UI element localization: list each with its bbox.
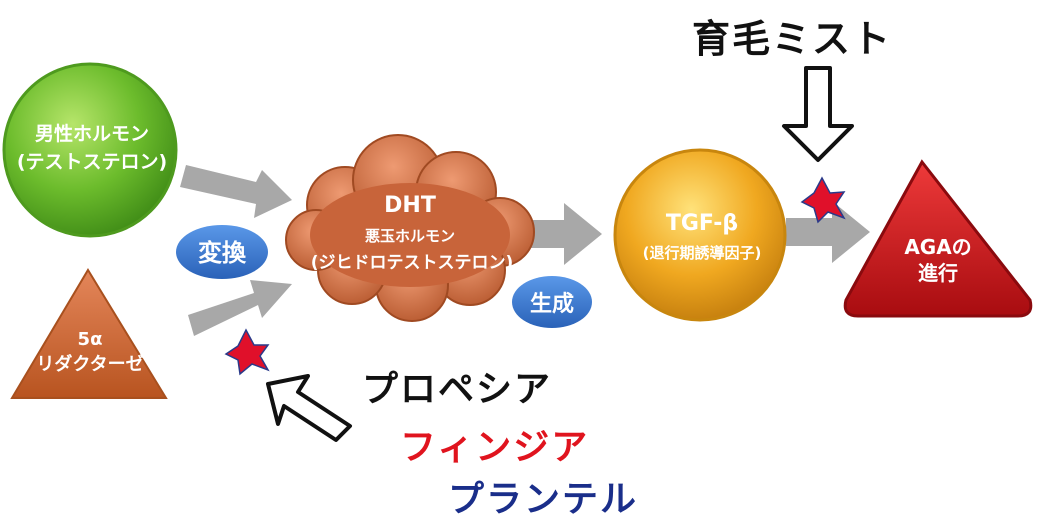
male-hormone-node: 男性ホルモン (テストステロン) (2, 62, 178, 238)
tgf-line1: (退行期誘導因子) (643, 244, 762, 262)
mist-down-arrow-icon (782, 66, 854, 162)
drug-up-arrow-icon (266, 374, 352, 442)
tgf-title: TGF-β (666, 211, 738, 236)
generation-label: 生成 (530, 292, 574, 317)
aga-line1: AGAの (904, 235, 971, 259)
male-hormone-line2: (テストステロン) (17, 151, 167, 173)
drug-label-propecia: プロペシア (362, 369, 553, 410)
inhibition-star-icon (800, 176, 846, 224)
arrow-tgf-to-aga (786, 201, 870, 263)
dht-line1: 悪玉ホルモン (365, 227, 455, 245)
reductase-node: 5α リダクターゼ (10, 268, 168, 399)
arrow-reductase-to-dht (188, 280, 292, 336)
drug-label-finjia: フィンジア (400, 427, 590, 468)
mist-label: 育毛ミスト (692, 17, 893, 61)
dht-line2: (ジヒドロテストステロン) (311, 253, 514, 273)
conversion-label: 変換 (198, 239, 247, 267)
aga-line2: 進行 (918, 261, 958, 285)
generation-badge: 生成 (512, 276, 592, 328)
arrow-testosterone-to-dht (180, 165, 292, 218)
aga-node: AGAの 進行 (843, 159, 1033, 318)
dht-title: DHT (384, 193, 436, 218)
reductase-line2: リダクターゼ (36, 353, 143, 375)
reductase-line1: 5α (78, 329, 103, 350)
conversion-badge: 変換 (176, 225, 268, 279)
inhibition-star-icon (224, 328, 270, 376)
tgf-node: TGF-β (退行期誘導因子) (613, 148, 787, 322)
male-hormone-line1: 男性ホルモン (35, 122, 149, 145)
dht-node: DHT 悪玉ホルモン (ジヒドロテストステロン) (285, 134, 535, 322)
drug-label-plantel: プランテル (448, 479, 639, 520)
arrow-dht-to-tgf (528, 203, 602, 265)
